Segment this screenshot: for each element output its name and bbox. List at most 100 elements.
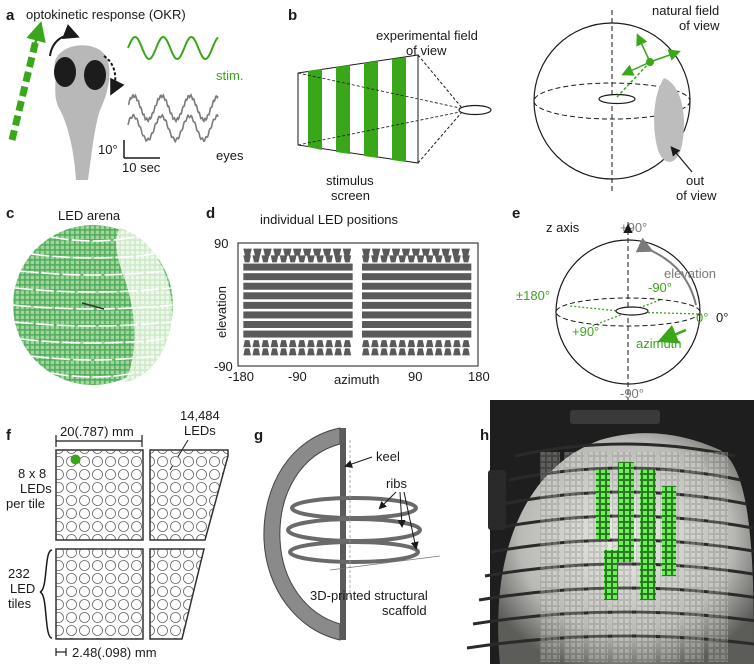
panel-h: h	[466, 400, 754, 664]
grid-label-2: LEDs	[20, 481, 52, 496]
fish-icon	[458, 104, 492, 116]
elevation-arrow	[635, 237, 697, 306]
view-line	[417, 111, 463, 164]
led-highlight	[70, 454, 81, 465]
gaze-arrow	[649, 49, 681, 63]
arena-mount	[488, 470, 506, 530]
led-tile-mark	[434, 348, 443, 356]
led-row-band	[243, 282, 353, 290]
lit-led-column	[640, 560, 652, 600]
led-tile-mark	[334, 340, 343, 348]
screen-stripe	[364, 61, 378, 158]
led-tile-mark	[343, 348, 352, 356]
elevation-label: elevation	[664, 266, 716, 281]
natural-field-label-1: natural field	[652, 3, 719, 18]
rib	[290, 496, 418, 520]
led-tile-mark	[316, 340, 324, 348]
led-tile-mark	[416, 348, 425, 356]
led-tile-mark	[398, 348, 407, 356]
sphere-gap	[14, 321, 172, 327]
pitch-label: 2.48(.098) mm	[72, 645, 157, 660]
panel-h-label: h	[480, 427, 489, 444]
led-tile-mark	[288, 255, 297, 263]
led-tile-mark	[371, 348, 379, 356]
eyes-label: eyes	[216, 148, 244, 163]
led-tile-mark	[398, 255, 407, 263]
ribs-pointer	[378, 491, 397, 510]
rib	[288, 540, 420, 564]
led-tile-mark	[421, 248, 431, 256]
arena-led-column	[708, 452, 728, 662]
led-tile-mark	[261, 340, 270, 348]
arena-tiles	[466, 442, 754, 662]
led-tile-mark	[261, 348, 270, 356]
sphere-gap	[20, 270, 166, 276]
view-line	[297, 111, 461, 146]
led-row-band	[362, 282, 472, 290]
zero-black-label: 0°	[716, 310, 728, 325]
gaze-arrow	[636, 33, 651, 63]
scale-time: 10 sec	[122, 160, 161, 175]
grid-label-1: 8 x 8	[18, 466, 46, 481]
sphere-gap	[20, 338, 166, 344]
ribs-label: ribs	[386, 476, 407, 491]
eye-rotation-arrow-dashed	[103, 55, 125, 96]
led-tile-mark	[362, 255, 370, 263]
panel-a-label: a	[6, 7, 15, 24]
led-tile-mark	[334, 255, 343, 263]
led-tile-mark	[444, 340, 452, 348]
led-tile-mark	[332, 248, 342, 256]
led-tile-mark	[425, 255, 434, 263]
led-tile-mark	[451, 248, 460, 256]
led-tile-mark	[288, 340, 297, 348]
lit-led-column	[596, 470, 610, 540]
grid-label-3: per tile	[6, 496, 45, 511]
led-tile-mark	[425, 340, 434, 348]
led-row-band	[243, 273, 353, 281]
sphere-gap	[31, 355, 155, 361]
fish-eye-left	[54, 57, 76, 87]
led-tile	[149, 548, 205, 640]
led-tile-mark	[462, 348, 470, 356]
led-tile-mark	[453, 348, 461, 356]
led-tile-mark	[401, 248, 411, 256]
panel-e: e z axis +90° elevation -90° ±180° 0° 0°…	[512, 205, 728, 404]
led-row-band	[243, 330, 353, 338]
panel-c-label: c	[6, 205, 14, 222]
arena-led-column	[540, 452, 560, 662]
led-tile-mark	[307, 255, 315, 263]
led-tile-mark	[343, 340, 352, 348]
gaze-line	[616, 61, 651, 98]
led-rows	[243, 248, 472, 356]
azimuth-label: azimuth	[636, 336, 682, 351]
led-tile-mark	[243, 340, 251, 348]
panel-b: b experimental field of view stimulus sc…	[288, 3, 720, 203]
led-tile-mark	[243, 248, 252, 256]
led-tile-mark	[407, 348, 416, 356]
sphere-gap	[50, 236, 136, 242]
led-tile-mark	[307, 340, 315, 348]
sphere-gap	[12, 304, 174, 310]
out-of-view-label-1: out	[686, 173, 704, 188]
led-tile-mark	[243, 255, 251, 263]
led-tile-mark	[302, 248, 312, 256]
scaffold-label-1: 3D-printed structural	[310, 588, 428, 603]
natural-field-label-2: of view	[679, 18, 720, 33]
eye-trace-right	[127, 113, 219, 144]
screen-stripe	[392, 57, 406, 162]
screen-label-2: screen	[331, 188, 370, 203]
led-tile-mark	[279, 255, 288, 263]
led-tile-mark	[270, 255, 279, 263]
lit-led-column	[662, 486, 676, 576]
leds-count-1: 14,484	[180, 408, 220, 423]
exp-field-label-2: of view	[406, 43, 447, 58]
led-tile-mark	[298, 340, 306, 348]
led-tile	[55, 548, 144, 640]
led-tile-mark	[316, 255, 324, 263]
x-tick-label: 90	[408, 369, 422, 384]
led-row-band	[362, 263, 472, 271]
rib	[286, 517, 422, 543]
led-tile-mark	[362, 348, 370, 356]
keel-edge	[340, 428, 346, 640]
chart-ylabel: elevation	[214, 286, 229, 338]
